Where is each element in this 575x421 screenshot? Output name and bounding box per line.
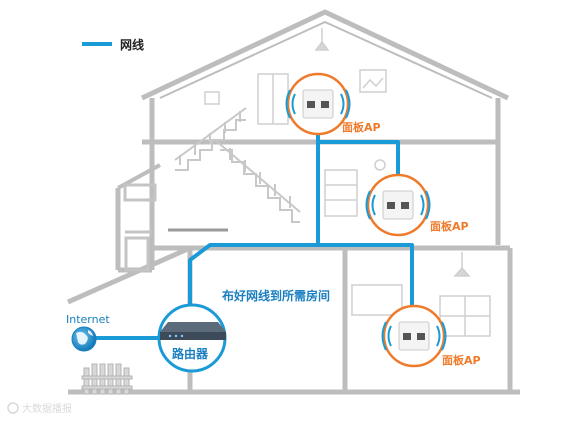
interior-details bbox=[168, 28, 491, 337]
fence bbox=[81, 363, 133, 395]
internet-globe-icon bbox=[71, 326, 97, 352]
router-node bbox=[157, 303, 227, 373]
staircase-lower bbox=[214, 139, 301, 223]
watermark-label: 大数据播报 bbox=[22, 402, 72, 415]
ap-node-top bbox=[285, 72, 351, 136]
wall-ap-icon bbox=[302, 89, 334, 119]
wall-ap-icon bbox=[382, 190, 414, 220]
wall-ap-icon bbox=[398, 321, 430, 351]
ap-node-bottom bbox=[381, 304, 447, 368]
internet-label: Internet bbox=[66, 313, 110, 326]
wifi-waves-icon bbox=[285, 89, 351, 119]
cable-annotation: 布好网线到所需房间 bbox=[222, 288, 330, 303]
router-label: 路由器 bbox=[172, 346, 209, 361]
house-outline bbox=[66, 9, 520, 395]
cable-router-trunk bbox=[188, 243, 318, 315]
watermark: 大数据播报 bbox=[7, 402, 72, 415]
ap-bottom-label: 面板AP bbox=[442, 353, 481, 367]
ap-node-middle bbox=[365, 173, 431, 237]
cable-trunk-bottom-ap bbox=[318, 243, 414, 330]
ap-top-label: 面板AP bbox=[342, 120, 381, 134]
wifi-waves-icon bbox=[365, 190, 431, 220]
router-icon bbox=[160, 322, 226, 340]
watermark-logo-icon bbox=[7, 402, 19, 414]
ap-middle-label: 面板AP bbox=[430, 219, 469, 233]
annex bbox=[123, 183, 157, 272]
staircase-upper bbox=[174, 107, 247, 171]
wifi-waves-icon bbox=[381, 321, 447, 351]
legend-label: 网线 bbox=[120, 37, 144, 52]
network-cables bbox=[82, 42, 414, 340]
